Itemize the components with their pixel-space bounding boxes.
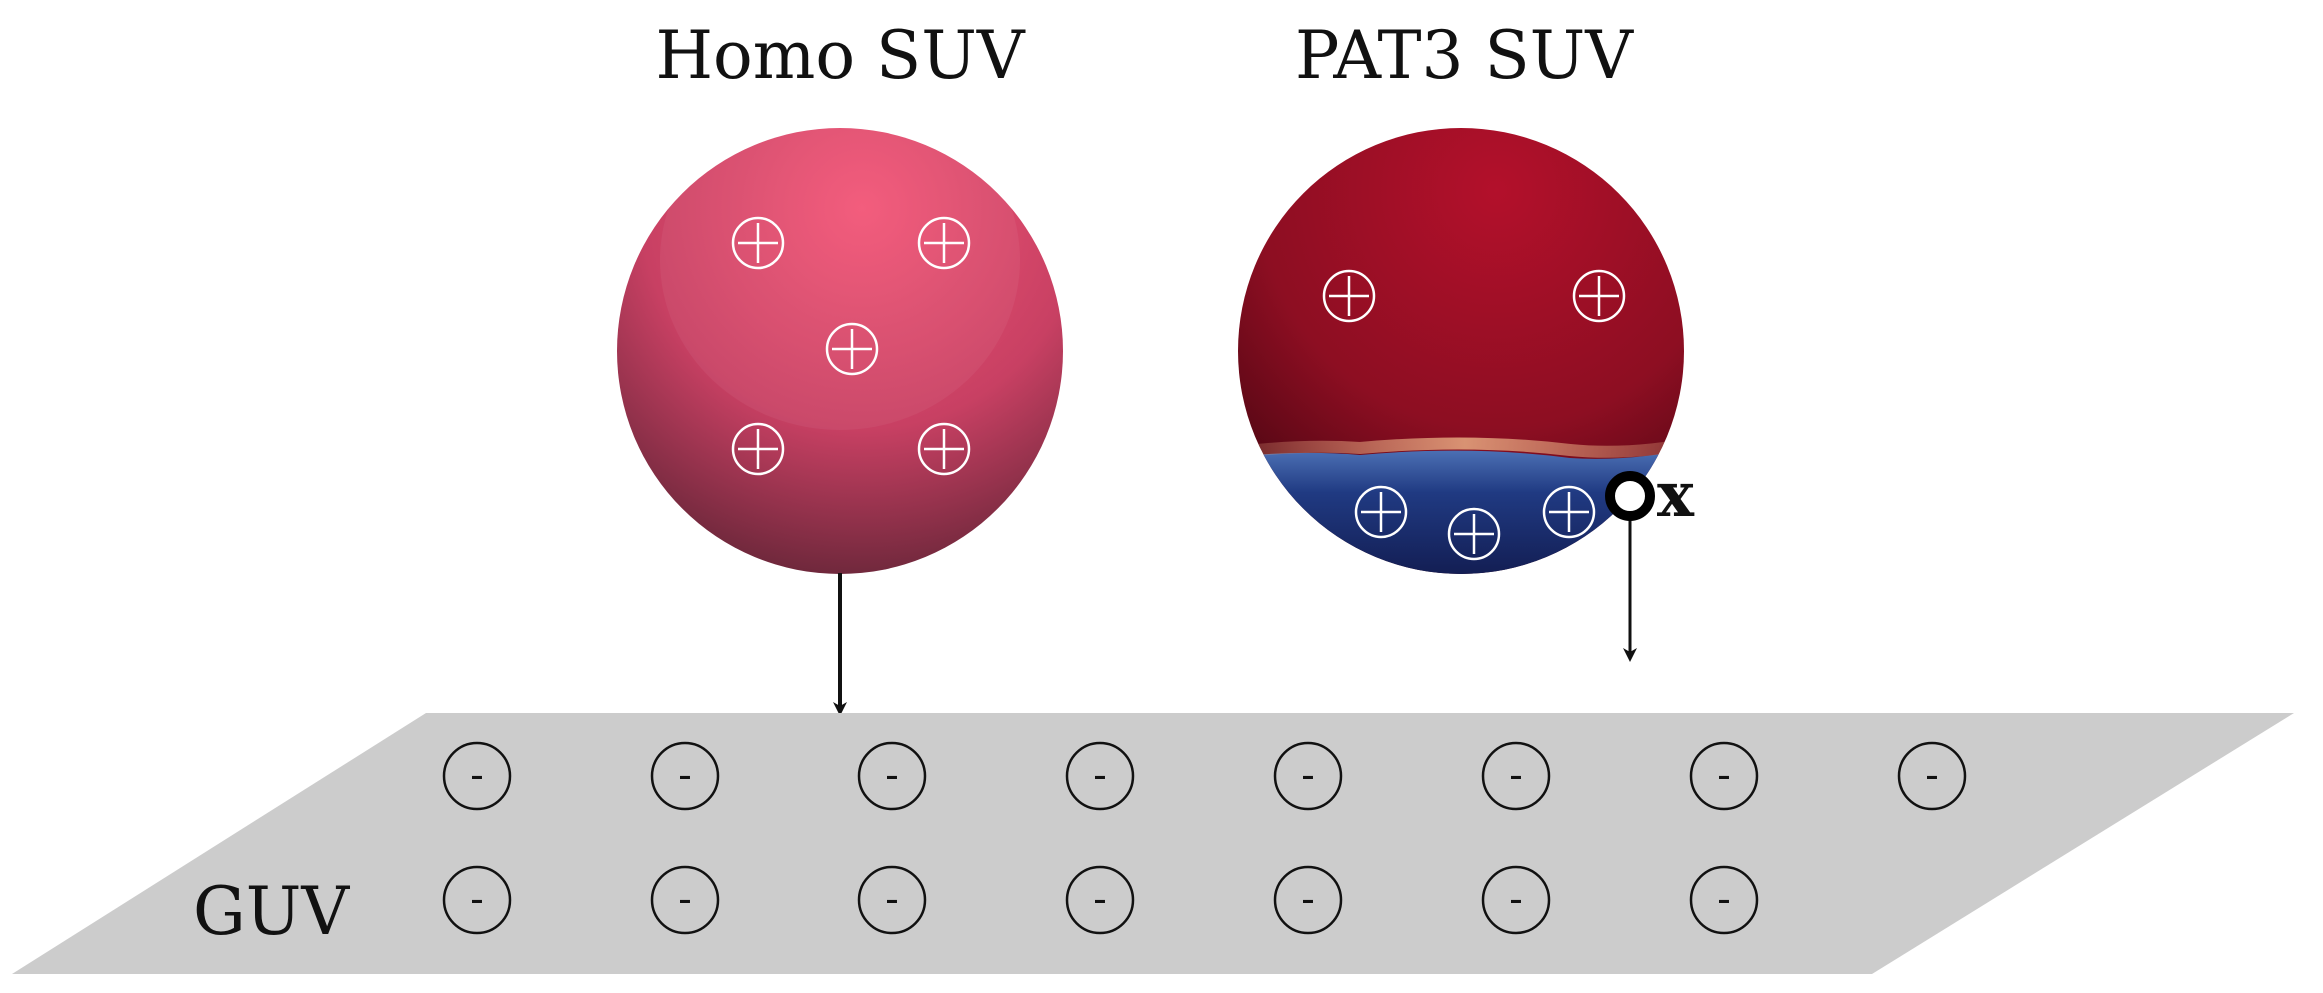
negative-charge-symbol: - (1509, 877, 1523, 921)
negative-charge-symbol: - (1301, 753, 1315, 797)
homo-suv-vesicle (617, 90, 1063, 574)
negative-charge-symbol: - (1093, 753, 1107, 797)
negative-charge-symbol: - (470, 753, 484, 797)
negative-charge-symbol: - (885, 753, 899, 797)
pat3-domain-boundary (1238, 436, 1684, 459)
negative-charge-symbol: - (1509, 753, 1523, 797)
homo-suv-charges (731, 216, 971, 476)
homo-positive-charge (917, 422, 971, 476)
pat3-suv-title: PAT3 SUV (1295, 17, 1634, 94)
homo-suv-title: Homo SUV (655, 17, 1025, 94)
guv-negative-charge: - (650, 741, 720, 811)
guv-negative-charge: - (857, 865, 927, 935)
guv-negative-charge: - (857, 741, 927, 811)
negative-charge-symbol: - (1925, 753, 1939, 797)
negative-charge-symbol: - (1093, 877, 1107, 921)
pat3-contact-point-label: x (1657, 458, 1695, 531)
negative-charge-symbol: - (1717, 753, 1731, 797)
guv-membrane-charges: - - - - - - - - - - - - - - - (442, 741, 1967, 935)
guv-negative-charge: - (442, 741, 512, 811)
guv-negative-charge: - (1273, 741, 1343, 811)
pat3-positive-charge (1354, 485, 1408, 539)
guv-negative-charge: - (1689, 865, 1759, 935)
pat3-contact-point-marker (1605, 471, 1655, 521)
guv-negative-charge: - (1481, 865, 1551, 935)
homo-positive-charge (825, 322, 879, 376)
negative-charge-symbol: - (885, 877, 899, 921)
pat3-positive-charge (1447, 507, 1501, 561)
guv-negative-charge: - (1481, 741, 1551, 811)
negative-charge-symbol: - (678, 877, 692, 921)
negative-charge-symbol: - (1717, 877, 1731, 921)
guv-negative-charge: - (1065, 865, 1135, 935)
guv-negative-charge: - (1897, 741, 1967, 811)
pat3-positive-charge (1322, 269, 1376, 323)
pat3-suv-charges (1322, 269, 1626, 561)
homo-positive-charge (731, 216, 785, 270)
guv-label: GUV (193, 873, 350, 950)
guv-negative-charge: - (1065, 741, 1135, 811)
homo-positive-charge (731, 422, 785, 476)
guv-negative-charge: - (650, 865, 720, 935)
homo-positive-charge (917, 216, 971, 270)
guv-membrane-plane (12, 713, 2294, 974)
pat3-positive-charge (1572, 269, 1626, 323)
guv-negative-charge: - (442, 865, 512, 935)
negative-charge-symbol: - (678, 753, 692, 797)
pat3-positive-charge (1542, 485, 1596, 539)
negative-charge-symbol: - (1301, 877, 1315, 921)
negative-charge-symbol: - (470, 877, 484, 921)
homo-suv-sphere (617, 128, 1063, 574)
guv-negative-charge: - (1689, 741, 1759, 811)
guv-negative-charge: - (1273, 865, 1343, 935)
